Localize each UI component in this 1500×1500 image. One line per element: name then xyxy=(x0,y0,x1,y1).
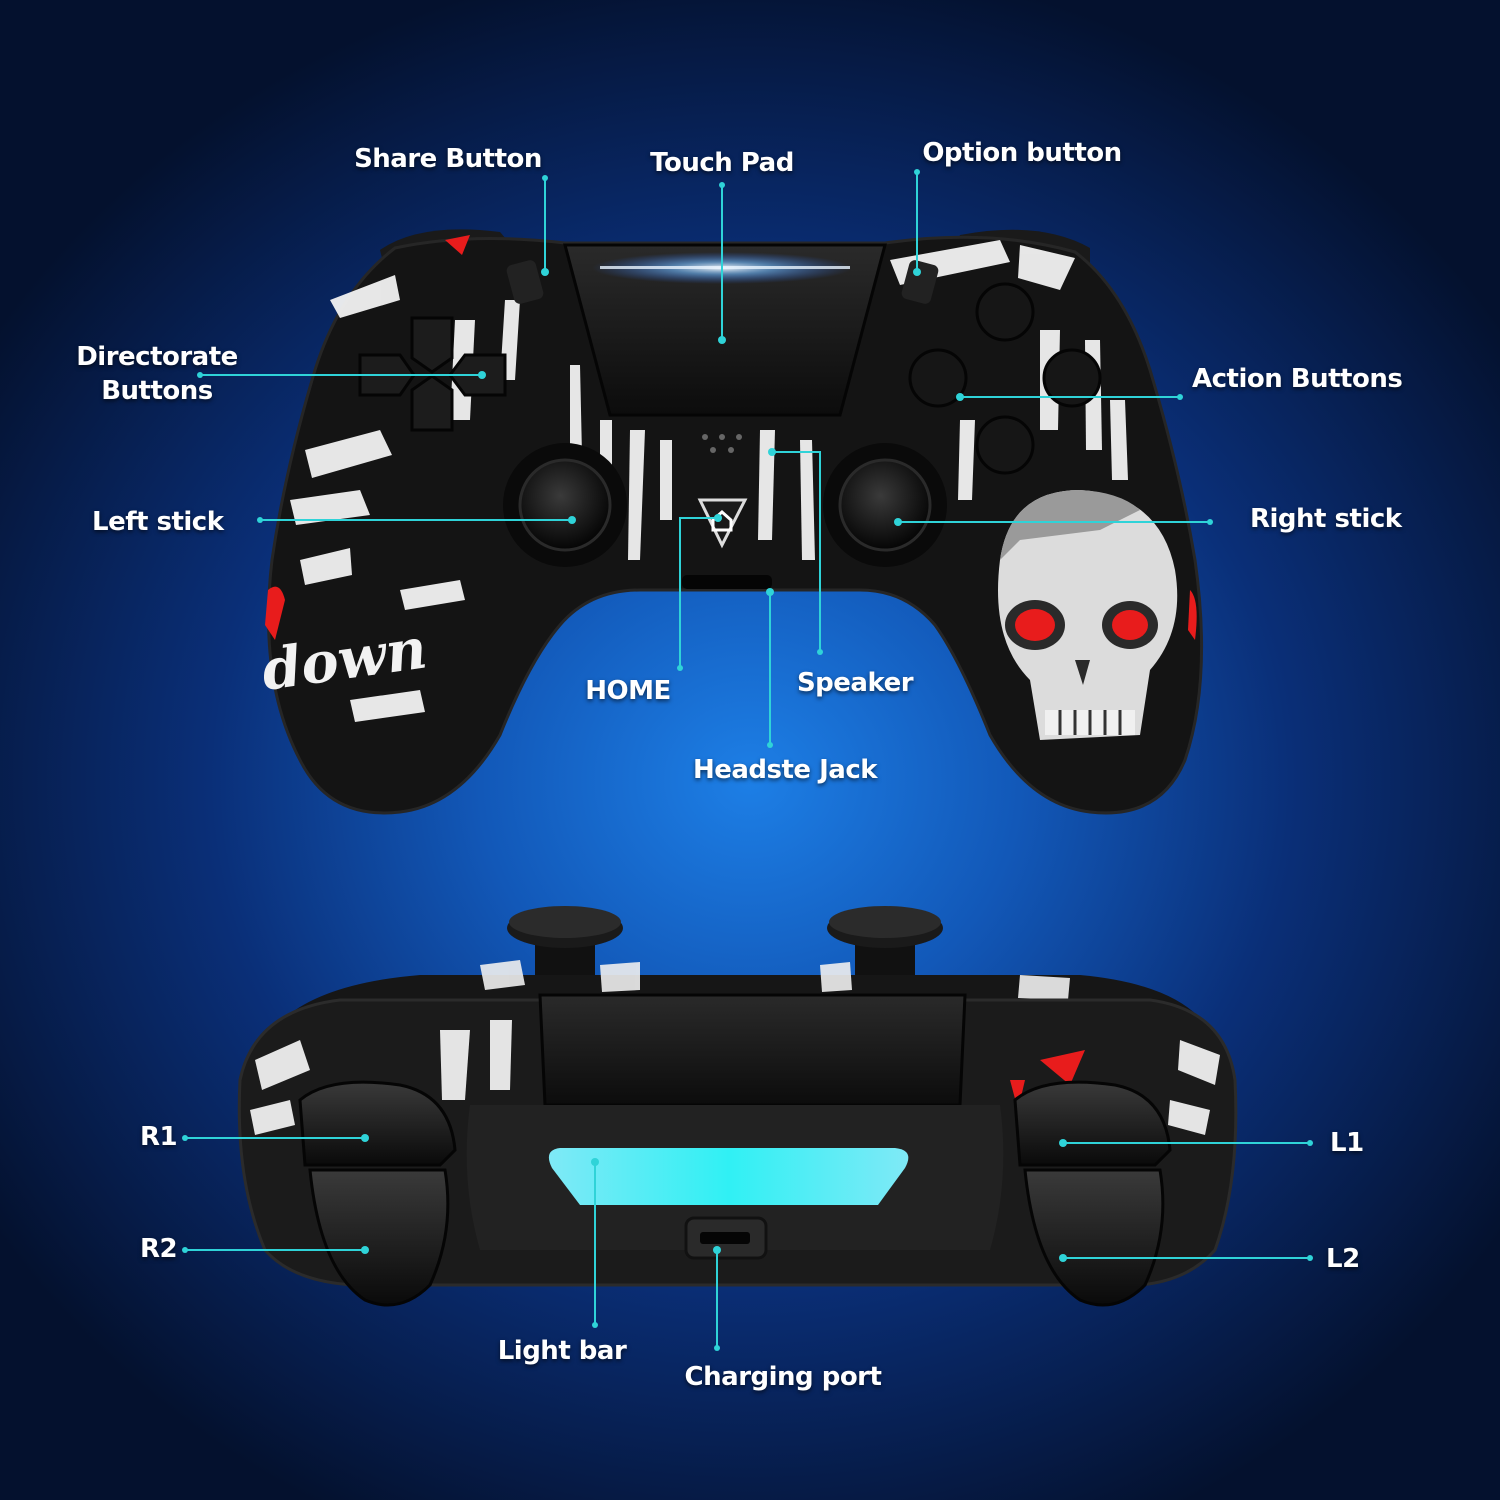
callout-lines xyxy=(182,169,1313,1351)
label-l1: L1 xyxy=(1330,1128,1364,1158)
home-button-shape xyxy=(697,498,748,549)
back-controller xyxy=(237,906,1238,1307)
headset-jack-shape xyxy=(682,575,772,589)
label-speaker: Speaker xyxy=(796,668,914,698)
action-buttons xyxy=(908,282,1102,475)
right-stick-shape xyxy=(823,443,947,567)
label-charging-port: Charging port xyxy=(684,1362,882,1392)
label-l2: L2 xyxy=(1326,1244,1360,1274)
label-directional-buttons: Directorate Buttons xyxy=(76,342,238,406)
share-button-shape xyxy=(506,260,544,304)
label-light-bar: Light bar xyxy=(497,1336,627,1366)
label-action-buttons: Action Buttons xyxy=(1192,364,1403,394)
label-left-stick: Left stick xyxy=(92,507,224,537)
back-sticks xyxy=(507,906,943,980)
skull-graphic xyxy=(998,490,1178,740)
option-button-shape xyxy=(901,260,939,304)
speaker-grille xyxy=(702,434,742,453)
left-stick-shape xyxy=(503,443,627,567)
label-r2: R2 xyxy=(140,1234,178,1264)
right-triggers xyxy=(298,1080,457,1307)
label-touch-pad: Touch Pad xyxy=(650,148,794,178)
label-right-stick: Right stick xyxy=(1250,504,1402,534)
d-pad xyxy=(358,316,507,432)
label-option-button: Option button xyxy=(922,138,1122,168)
label-share-button: Share Button xyxy=(354,144,542,174)
light-bar-shape xyxy=(548,1148,909,1205)
label-r1: R1 xyxy=(140,1122,178,1152)
label-home: HOME xyxy=(585,676,671,706)
label-headset-jack: Headste Jack xyxy=(692,755,878,785)
touch-pad xyxy=(563,243,887,417)
front-controller: down xyxy=(258,229,1204,815)
